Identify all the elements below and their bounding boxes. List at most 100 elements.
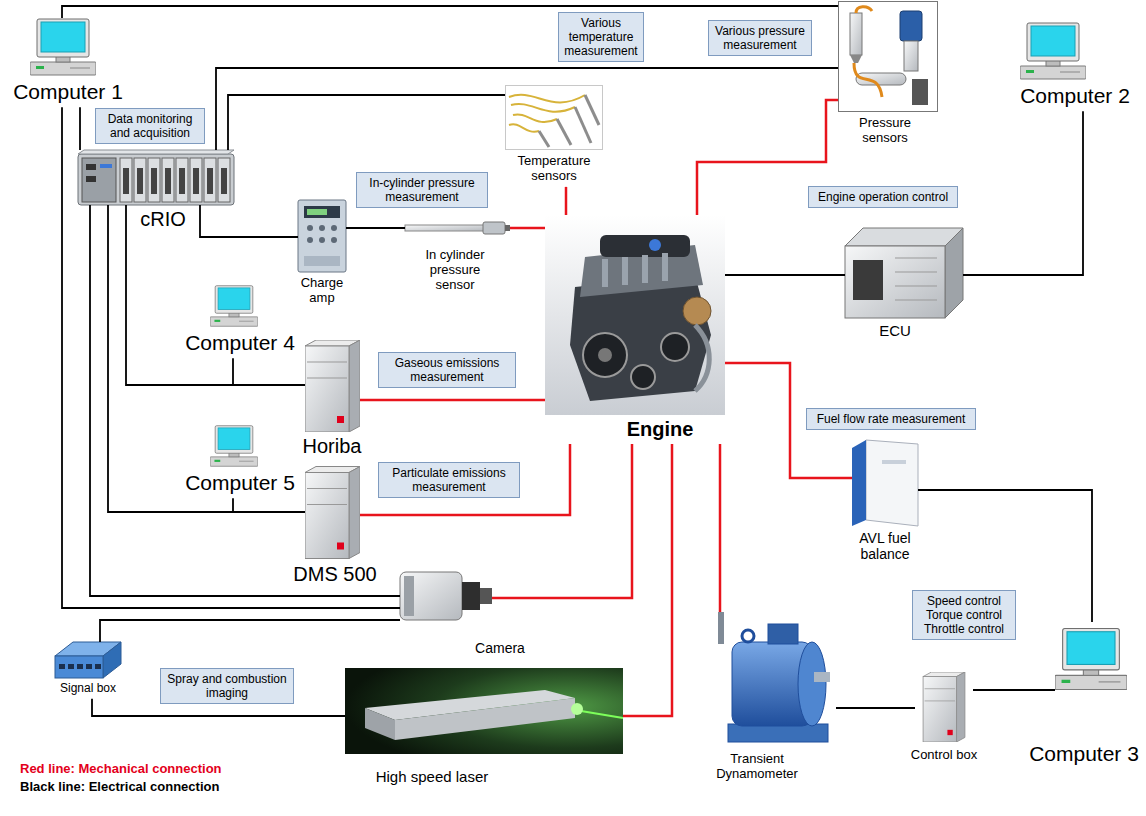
electrical-wire xyxy=(836,707,915,709)
analyser-tower-picture xyxy=(305,467,360,559)
temperature-sensor-picture xyxy=(557,119,571,145)
electrical-wire xyxy=(100,620,400,642)
crio-chassis-picture xyxy=(190,158,202,202)
ecu-unit: ECU xyxy=(845,228,963,318)
ecu-picture xyxy=(895,272,937,273)
callout-text: Speed control Torque control Throttle co… xyxy=(918,594,1010,636)
engine-picture xyxy=(545,215,725,415)
engine-picture xyxy=(545,215,725,415)
legend-text: Black line: Electrical connection xyxy=(20,779,219,794)
equipment-label: Signal box xyxy=(48,682,128,699)
ecu-picture xyxy=(895,258,937,259)
dynamometer-picture xyxy=(798,642,826,726)
computer-station: Computer 1 xyxy=(30,18,96,107)
electrical-wire xyxy=(725,274,845,276)
ecu-picture xyxy=(845,228,963,318)
charge-amplifier-picture xyxy=(331,225,337,231)
signal-box-picture xyxy=(95,664,101,669)
charge-amplifier-picture xyxy=(304,206,340,218)
computer-icon xyxy=(30,19,96,75)
callout-box: Various temperature measurement xyxy=(558,12,644,62)
legend-text: Red line: Mechanical connection xyxy=(20,761,222,776)
crio-chassis-picture xyxy=(193,168,199,194)
equipment-label: Computer 1 xyxy=(3,80,133,107)
pressure-sensor-picture xyxy=(912,79,928,105)
equipment-label: Pressure sensors xyxy=(845,116,925,146)
fuel-balance-picture xyxy=(866,440,918,526)
electrical-wire xyxy=(62,107,400,608)
pressure-sensor-picture xyxy=(856,7,872,13)
charge-amplifier-picture xyxy=(307,225,313,231)
computer-icon xyxy=(210,286,258,327)
crio-chassis-picture xyxy=(78,150,234,154)
equipment-label: Computer 3 xyxy=(1026,742,1142,766)
legend-entry: Black line: Electrical connection xyxy=(20,778,222,796)
mechanical-link xyxy=(360,399,545,402)
computer-icon xyxy=(1020,23,1086,79)
pressure-sensor-picture xyxy=(904,41,918,71)
electrical-wire xyxy=(346,227,405,229)
computer-station: Computer 4 xyxy=(210,285,258,358)
equipment-label: Computer 2 xyxy=(1015,84,1135,111)
equipment-label: Camera xyxy=(460,640,540,656)
electrical-wire xyxy=(108,205,305,512)
callout-box: Various pressure measurement xyxy=(708,20,812,56)
temperature-sensor-picture xyxy=(513,114,557,122)
camera-picture xyxy=(480,588,492,604)
control-tower: Control box xyxy=(915,672,973,742)
camera-picture xyxy=(400,572,492,620)
charge-amplifier-picture xyxy=(319,225,325,231)
electrical-wire xyxy=(200,205,298,237)
electrical-wire xyxy=(62,6,838,18)
callout-text: Various temperature measurement xyxy=(564,16,638,58)
laser-unit: High speed laser xyxy=(345,668,623,754)
crio-chassis-picture xyxy=(123,168,129,194)
camera-picture xyxy=(404,576,414,616)
ecu-picture xyxy=(945,228,963,318)
cylinder-sensor-picture xyxy=(505,225,510,231)
mechanical-link xyxy=(510,227,545,230)
callout-box: Speed control Torque control Throttle co… xyxy=(912,590,1016,640)
callout-text: Gaseous emissions measurement xyxy=(384,356,510,384)
analyser-tower: Horiba xyxy=(305,340,360,432)
fuel-balance-picture xyxy=(852,440,866,526)
callout-box: Engine operation control xyxy=(808,186,958,208)
callout-box: Spray and combustion imaging xyxy=(160,668,294,704)
dynamometer-picture xyxy=(742,630,754,642)
charge-amplifier-picture xyxy=(307,237,313,243)
equipment-label: cRIO xyxy=(133,208,193,231)
crio-chassis-picture xyxy=(179,168,185,194)
crio-chassis-picture xyxy=(82,158,116,202)
electrical-wire xyxy=(90,205,400,596)
signal-box-picture xyxy=(55,656,103,678)
mechanical-link xyxy=(360,444,570,515)
callout-text: Various pressure measurement xyxy=(714,24,806,52)
crio-chassis-picture xyxy=(120,158,132,202)
temperature-sensor-picture xyxy=(539,131,549,147)
dynamometer-picture xyxy=(718,612,830,742)
temperature-sensor-picture xyxy=(511,104,575,112)
charge-amplifier-picture xyxy=(304,256,340,266)
electrical-wire xyxy=(216,68,838,150)
dynamometer-picture xyxy=(768,624,798,644)
computer-station: Computer 2 xyxy=(1020,22,1086,111)
callout-text: Particulate emissions measurement xyxy=(384,466,514,494)
analyser-tower-picture xyxy=(923,672,965,742)
cylinder-sensor-picture xyxy=(405,225,485,231)
electrical-wire xyxy=(233,498,305,512)
temperature-sensor-picture xyxy=(509,95,585,103)
equipment-label: ECU xyxy=(865,322,925,339)
pressure-sensor-picture xyxy=(854,63,882,97)
crio-chassis-picture xyxy=(78,154,234,205)
crio-chassis-picture xyxy=(176,158,188,202)
equipment-label: Computer 5 xyxy=(175,471,305,498)
electrical-wire xyxy=(126,205,305,385)
crio-chassis-picture xyxy=(137,168,143,194)
crio-chassis-picture xyxy=(78,150,234,205)
legend-entry: Red line: Mechanical connection xyxy=(20,760,222,778)
computer-icon xyxy=(1055,628,1127,689)
mechanical-link xyxy=(565,187,568,215)
callout-text: In-cylinder pressure measurement xyxy=(362,176,482,204)
charge-amplifier-picture xyxy=(319,237,325,243)
crio-chassis-picture xyxy=(204,158,216,202)
